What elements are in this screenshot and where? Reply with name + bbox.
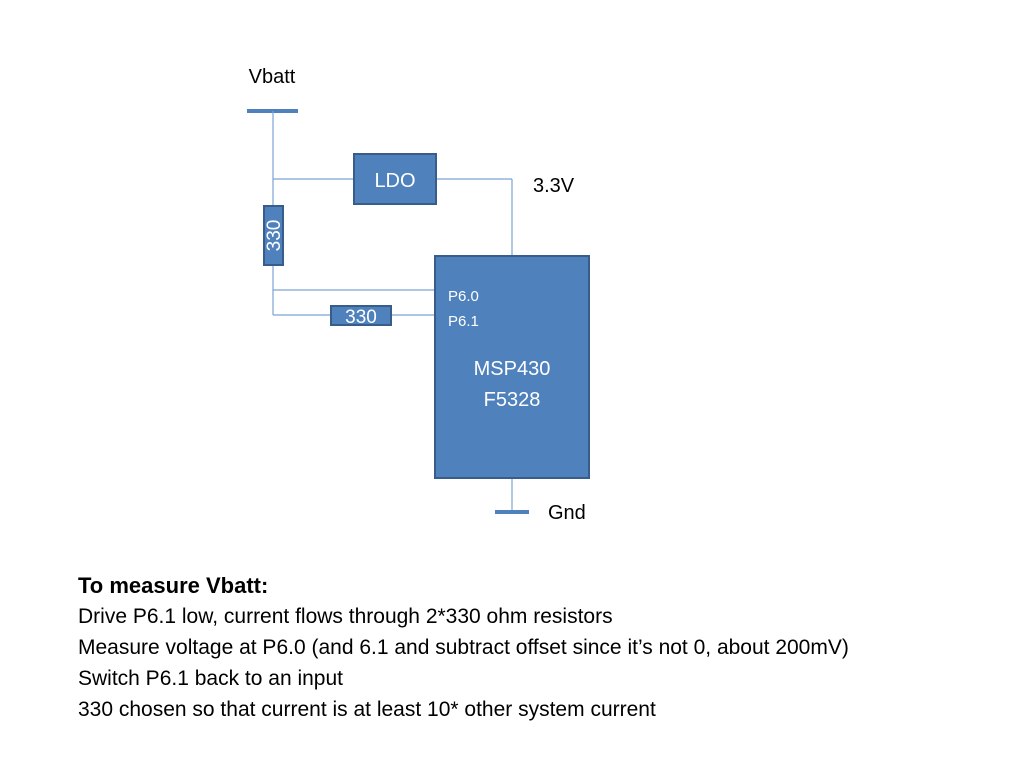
- resistor-horizontal: 330: [330, 305, 392, 328]
- ldo-label: LDO: [374, 170, 415, 192]
- notes-heading: To measure Vbatt:: [78, 573, 269, 598]
- wires: [272, 111, 513, 511]
- mcu-name-line1: MSP430: [474, 358, 551, 380]
- mcu-name-line2: F5328: [484, 389, 541, 411]
- v33-label: 3.3V: [533, 175, 575, 197]
- schematic-diagram: Vbatt LDO 3.3V 330 330: [247, 66, 590, 524]
- notes-line-2: Measure voltage at P6.0 (and 6.1 and sub…: [78, 636, 849, 659]
- notes-block: To measure Vbatt: Drive P6.1 low, curren…: [78, 570, 998, 725]
- notes-line-4: 330 chosen so that current is at least 1…: [78, 698, 656, 721]
- mcu-block: P6.0 P6.1 MSP430 F5328: [434, 255, 590, 479]
- pin-p60-label: P6.0: [448, 288, 479, 305]
- ldo-block: LDO: [353, 153, 437, 205]
- notes-line-3: Switch P6.1 back to an input: [78, 667, 343, 690]
- resistor-vertical-label: 330: [264, 220, 285, 252]
- pin-p61-label: P6.1: [448, 313, 479, 330]
- notes-line-1: Drive P6.1 low, current flows through 2*…: [78, 605, 613, 628]
- resistor-vertical: 330: [263, 205, 285, 266]
- vbatt-label: Vbatt: [249, 66, 296, 88]
- resistor-horizontal-label: 330: [345, 307, 377, 328]
- gnd-label: Gnd: [548, 502, 586, 524]
